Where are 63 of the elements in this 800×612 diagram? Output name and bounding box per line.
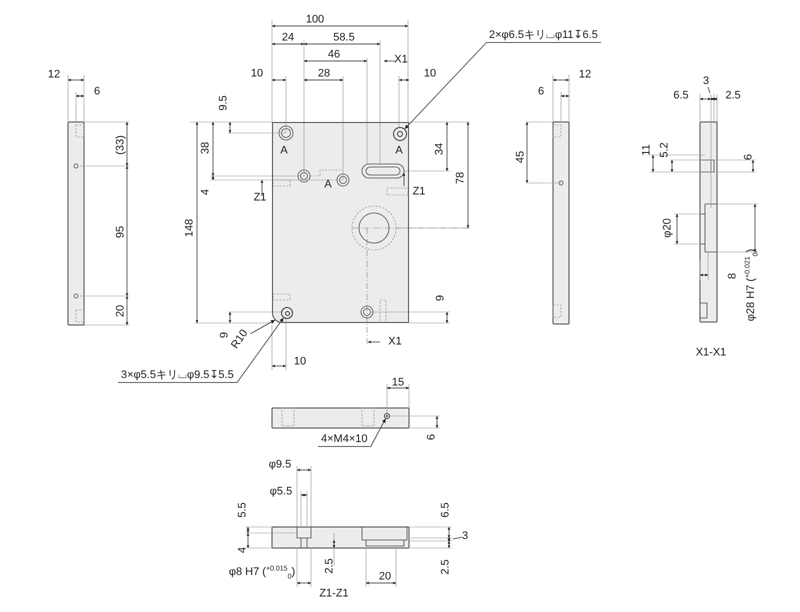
callout-note: 2×φ6.5キリ⌴φ11↧6.5 — [486, 30, 601, 43]
dimension-value: 15 — [392, 378, 404, 388]
dimension-value: 12 — [578, 70, 592, 80]
dimension-label: 3 — [462, 531, 468, 542]
leader-line — [236, 317, 284, 384]
dimension-value: 24 — [282, 32, 294, 44]
dimension-value: 38 — [200, 142, 212, 154]
dimension-value: 8 — [728, 272, 738, 280]
dimension-value: 95 — [116, 226, 126, 238]
dimension-value: 2.5 — [440, 559, 452, 575]
leader-line — [404, 42, 486, 130]
section-mark: A — [280, 146, 288, 156]
section-mark: Z1 — [412, 186, 426, 198]
dimension-value: 10 — [294, 356, 306, 368]
section-mark: A — [395, 146, 403, 156]
dimension-value: 2.5 — [725, 90, 741, 102]
dimension-value: φ5.5 — [270, 486, 292, 498]
dimension-value: 5.5 — [238, 502, 248, 518]
dimension-value: 45 — [516, 150, 526, 164]
dimension-value: 11 — [642, 144, 652, 156]
section-mark: X1-X1 — [696, 348, 726, 358]
callout-note: 4×M4×10 — [318, 434, 370, 447]
dimension-label: 3 — [703, 76, 710, 87]
leader-line — [452, 536, 462, 540]
dimension-value: 4 — [200, 188, 212, 196]
dimension-value: 20 — [116, 304, 126, 318]
dimension-value: 10 — [250, 68, 264, 80]
dimension-value: 28 — [318, 68, 330, 80]
dimension-value: 6.5 — [673, 90, 689, 102]
dimension-value: 2.5 — [324, 558, 336, 574]
dimension-value: 4 — [238, 546, 248, 554]
dimension-value: (33) — [116, 135, 126, 155]
dimension-value: 20 — [378, 572, 392, 582]
dimension-value: 34 — [434, 142, 446, 156]
leader-line — [250, 320, 276, 334]
leader-line — [708, 86, 710, 94]
section-mark: X1 — [388, 336, 402, 348]
dimension-value: 46 — [328, 50, 340, 60]
dimension-value: 9.5 — [218, 95, 230, 111]
callout-note: 3×φ5.5キリ⌴φ9.5↧5.5 — [118, 370, 237, 383]
section-mark: Z1-Z1 — [319, 588, 349, 600]
leader-line — [370, 418, 386, 448]
section-mark: X1 — [394, 54, 408, 66]
dimension-value: 6 — [94, 86, 100, 98]
dimension-value: 9 — [436, 294, 446, 302]
dimension-value: 10 — [424, 68, 436, 80]
dimension-value: 6.5 — [440, 502, 452, 518]
section-mark: A — [324, 180, 332, 190]
dimension-value: 12 — [48, 70, 60, 80]
dimension-value: 9 — [220, 332, 230, 338]
dimension-value: 78 — [456, 172, 466, 184]
dimension-value: 58.5 — [333, 32, 355, 44]
dimension-value: φ9.5 — [268, 460, 292, 470]
plate-outline — [272, 122, 409, 323]
dimension-value: φ8 H7 ($^{+0.015}$$_{0}$) — [228, 566, 296, 580]
dimension-value: 6 — [426, 434, 438, 440]
dimension-value: 100 — [306, 14, 324, 26]
dimension-value: 6 — [744, 154, 754, 160]
dimension-value: 148 — [184, 218, 196, 238]
dimension-value: φ20 — [662, 218, 674, 238]
section-mark: Z1 — [254, 192, 266, 204]
dimension-value: 5.2 — [660, 142, 670, 158]
dimension-value: 6 — [538, 86, 544, 98]
